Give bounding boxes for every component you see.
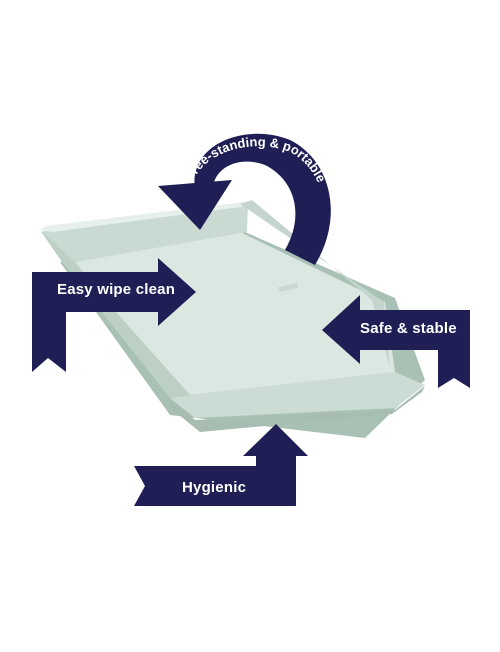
mat-near-wall-shadow <box>168 386 425 432</box>
hygienic-label: Hygienic <box>182 479 247 496</box>
safe-stable-label: Safe & stable <box>360 320 457 337</box>
easy-clean-arrow-body <box>32 258 196 372</box>
portable-arrow-band <box>194 133 331 265</box>
mat-logo-imprint <box>278 283 299 292</box>
easy-clean-label: Easy wipe clean <box>57 281 176 298</box>
safe-stable-arrow-body <box>322 295 470 388</box>
hygienic-arrow <box>134 424 308 506</box>
easy-clean-arrow <box>32 258 196 372</box>
hygienic-arrow-body <box>134 424 308 506</box>
safe-stable-arrow <box>322 295 470 388</box>
mat-near-wall <box>170 372 425 418</box>
portable-arrow-head <box>158 180 232 230</box>
